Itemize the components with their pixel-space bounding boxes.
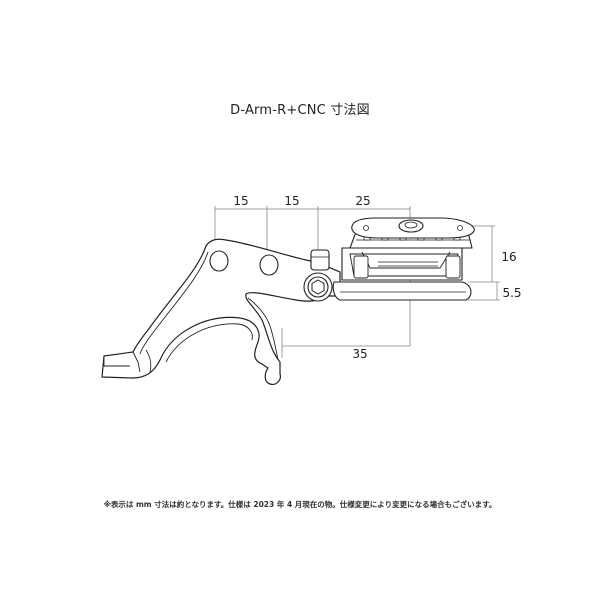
pivot-bolt xyxy=(303,249,333,302)
mount-head xyxy=(332,217,475,301)
dimension-label-top-left: 15 xyxy=(233,194,248,208)
dimension-label-top-middle: 15 xyxy=(284,194,299,208)
arm-hole-left xyxy=(209,250,229,272)
dimension-label-bottom: 35 xyxy=(352,347,367,361)
dimension-label-top-right: 25 xyxy=(355,194,370,208)
footnote: ※表示は mm 寸法は約となります。仕様は 2023 年 4 月現在の物。仕様変… xyxy=(103,500,497,509)
arm-hole-middle xyxy=(259,254,279,276)
arm-holes xyxy=(209,250,279,276)
drawing-title: D-Arm-R+CNC 寸法図 xyxy=(230,103,370,118)
dimension-label-right-upper: 16 xyxy=(501,250,516,264)
dimension-label-right-lower: 5.5 xyxy=(502,286,521,300)
